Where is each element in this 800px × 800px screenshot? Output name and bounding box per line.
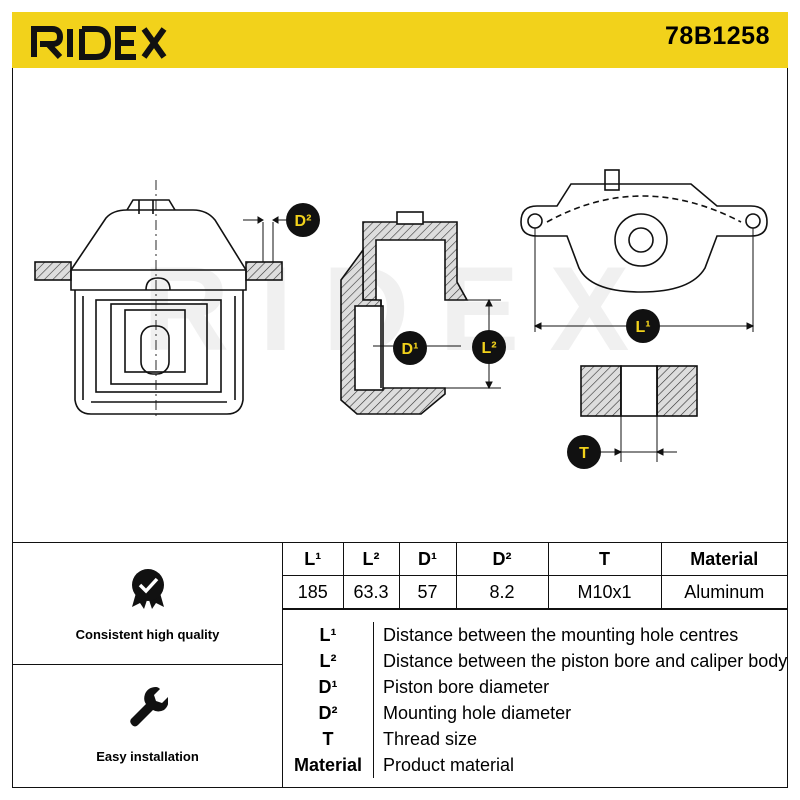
spec-value: 8.2 (455, 575, 549, 609)
spec-header: T (547, 543, 662, 576)
d2-dimension (243, 216, 286, 262)
legend-key: D² (283, 700, 374, 726)
legend-key: L² (283, 648, 374, 674)
ridex-logo (31, 26, 167, 60)
l2-label: L² (481, 340, 496, 357)
legend-row: L² Distance between the piston bore and … (283, 648, 787, 674)
legend-desc: Product material (383, 755, 515, 775)
watermark-text: RIDEX (143, 242, 660, 376)
caliper-front-view (34, 180, 283, 420)
legend-desc: Distance between the mounting hole centr… (383, 625, 739, 645)
spec-table-value-row: 185 63.3 57 8.2 M10x1 Aluminum (283, 575, 787, 609)
t-dimension (597, 416, 677, 462)
t-label: T (579, 445, 589, 462)
feature-quality-label: Consistent high quality (75, 627, 220, 642)
spec-table-header-row: L¹ L² D¹ D² T Material (283, 543, 787, 576)
spec-legend: L¹ Distance between the mounting hole ce… (283, 609, 787, 787)
spec-value: 63.3 (342, 575, 400, 609)
legend-key: D¹ (283, 674, 374, 700)
legend-key: Material (283, 752, 374, 778)
spec-header: Material (660, 543, 787, 576)
l1-label: L¹ (635, 319, 650, 336)
wrench-icon (130, 687, 168, 727)
spec-value: Aluminum (660, 575, 787, 609)
legend-key: T (283, 726, 374, 752)
legend-key: L¹ (283, 622, 374, 648)
technical-drawing-area: RIDEX (12, 68, 788, 542)
feature-installation: Easy installation (13, 665, 283, 787)
spec-table: L¹ L² D¹ D² T Material 185 63.3 57 8.2 M… (283, 543, 787, 609)
d2-label: D² (295, 213, 312, 230)
caliper-drawing: RIDEX (34, 169, 768, 469)
legend-desc: Mounting hole diameter (383, 703, 572, 723)
caliper-top-view (520, 169, 768, 293)
d1-marker (393, 331, 427, 365)
legend-desc: Thread size (383, 729, 478, 749)
spec-header: L¹ (283, 543, 344, 576)
thread-section-view (580, 365, 698, 417)
legend-row: L¹ Distance between the mounting hole ce… (283, 622, 787, 648)
d1-label: D¹ (402, 341, 419, 358)
caliper-section-view (340, 211, 469, 415)
l1-marker (626, 309, 660, 343)
feature-quality: Consistent high quality (13, 543, 283, 665)
quality-check-badge-icon (132, 569, 164, 609)
feature-installation-label: Easy installation (96, 749, 199, 764)
legend-row: Material Product material (283, 752, 787, 778)
d2-marker (286, 203, 320, 237)
legend-desc: Distance between the piston bore and cal… (383, 651, 788, 671)
legend-row: D² Mounting hole diameter (283, 700, 787, 726)
spec-header: L² (342, 543, 400, 576)
spec-section: Consistent high quality Easy installatio… (12, 542, 788, 788)
header-bar: 78B1258 (12, 12, 788, 68)
legend-row: T Thread size (283, 726, 787, 752)
legend-row: D¹ Piston bore diameter (283, 674, 787, 700)
spec-header: D² (455, 543, 549, 576)
part-number: 78B1258 (665, 22, 770, 50)
spec-value: M10x1 (547, 575, 662, 609)
spec-value: 57 (398, 575, 457, 609)
spec-header: D¹ (398, 543, 457, 576)
spec-value: 185 (283, 575, 344, 609)
legend-desc: Piston bore diameter (383, 677, 550, 697)
t-marker (567, 435, 601, 469)
l2-marker (472, 330, 506, 364)
